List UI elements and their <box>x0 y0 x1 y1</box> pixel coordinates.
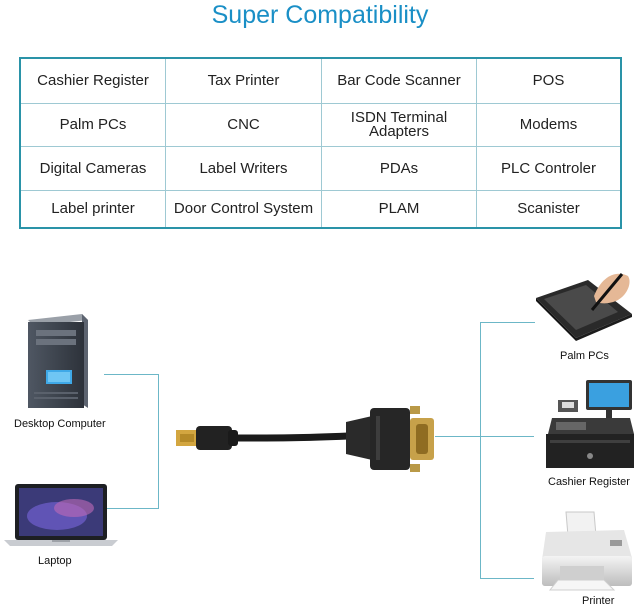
table-cell: Scanister <box>517 200 580 217</box>
table-cell: ISDN Terminal Adapters <box>322 104 477 147</box>
connector-line <box>480 322 535 323</box>
connector-line <box>480 578 534 579</box>
usb-to-serial-cable-icon <box>170 396 440 484</box>
table-cell: Modems <box>477 104 620 147</box>
table-cell: Tax Printer <box>166 59 322 104</box>
table-cell: Bar Code Scanner <box>322 59 477 104</box>
connector-line <box>104 508 159 509</box>
device-label: Cashier Register <box>548 476 630 488</box>
printer-icon <box>538 510 636 592</box>
connector-line <box>480 322 481 579</box>
drawing-tablet-icon <box>532 266 636 342</box>
table-cell: PLAM <box>322 191 477 227</box>
desktop-computer-icon <box>24 312 102 412</box>
table-cell: PDAs <box>322 147 477 191</box>
page-title: Super Compatibility <box>211 1 429 29</box>
laptop-icon <box>2 482 120 548</box>
connector-line <box>158 374 159 509</box>
connector-line <box>480 436 534 437</box>
table-cell: CNC <box>166 104 322 147</box>
table-cell: PLC Controler <box>477 147 620 191</box>
device-label: Printer <box>582 595 615 607</box>
table-cell: Label Writers <box>166 147 322 191</box>
device-label: Palm PCs <box>560 350 609 362</box>
table-cell: Cashier Register <box>21 59 166 104</box>
connector-line <box>104 374 159 375</box>
device-label: Desktop Computer <box>14 418 106 430</box>
connector-line <box>435 436 481 437</box>
cash-register-icon <box>544 378 636 472</box>
table-cell: Digital Cameras <box>21 147 166 191</box>
device-label: Laptop <box>38 555 72 567</box>
table-cell: Label printer <box>21 191 166 227</box>
compatibility-table: Cashier Register Tax Printer Bar Code Sc… <box>19 57 622 229</box>
table-cell: POS <box>477 59 620 104</box>
table-cell: Door Control System <box>166 191 322 227</box>
table-cell: Palm PCs <box>21 104 166 147</box>
